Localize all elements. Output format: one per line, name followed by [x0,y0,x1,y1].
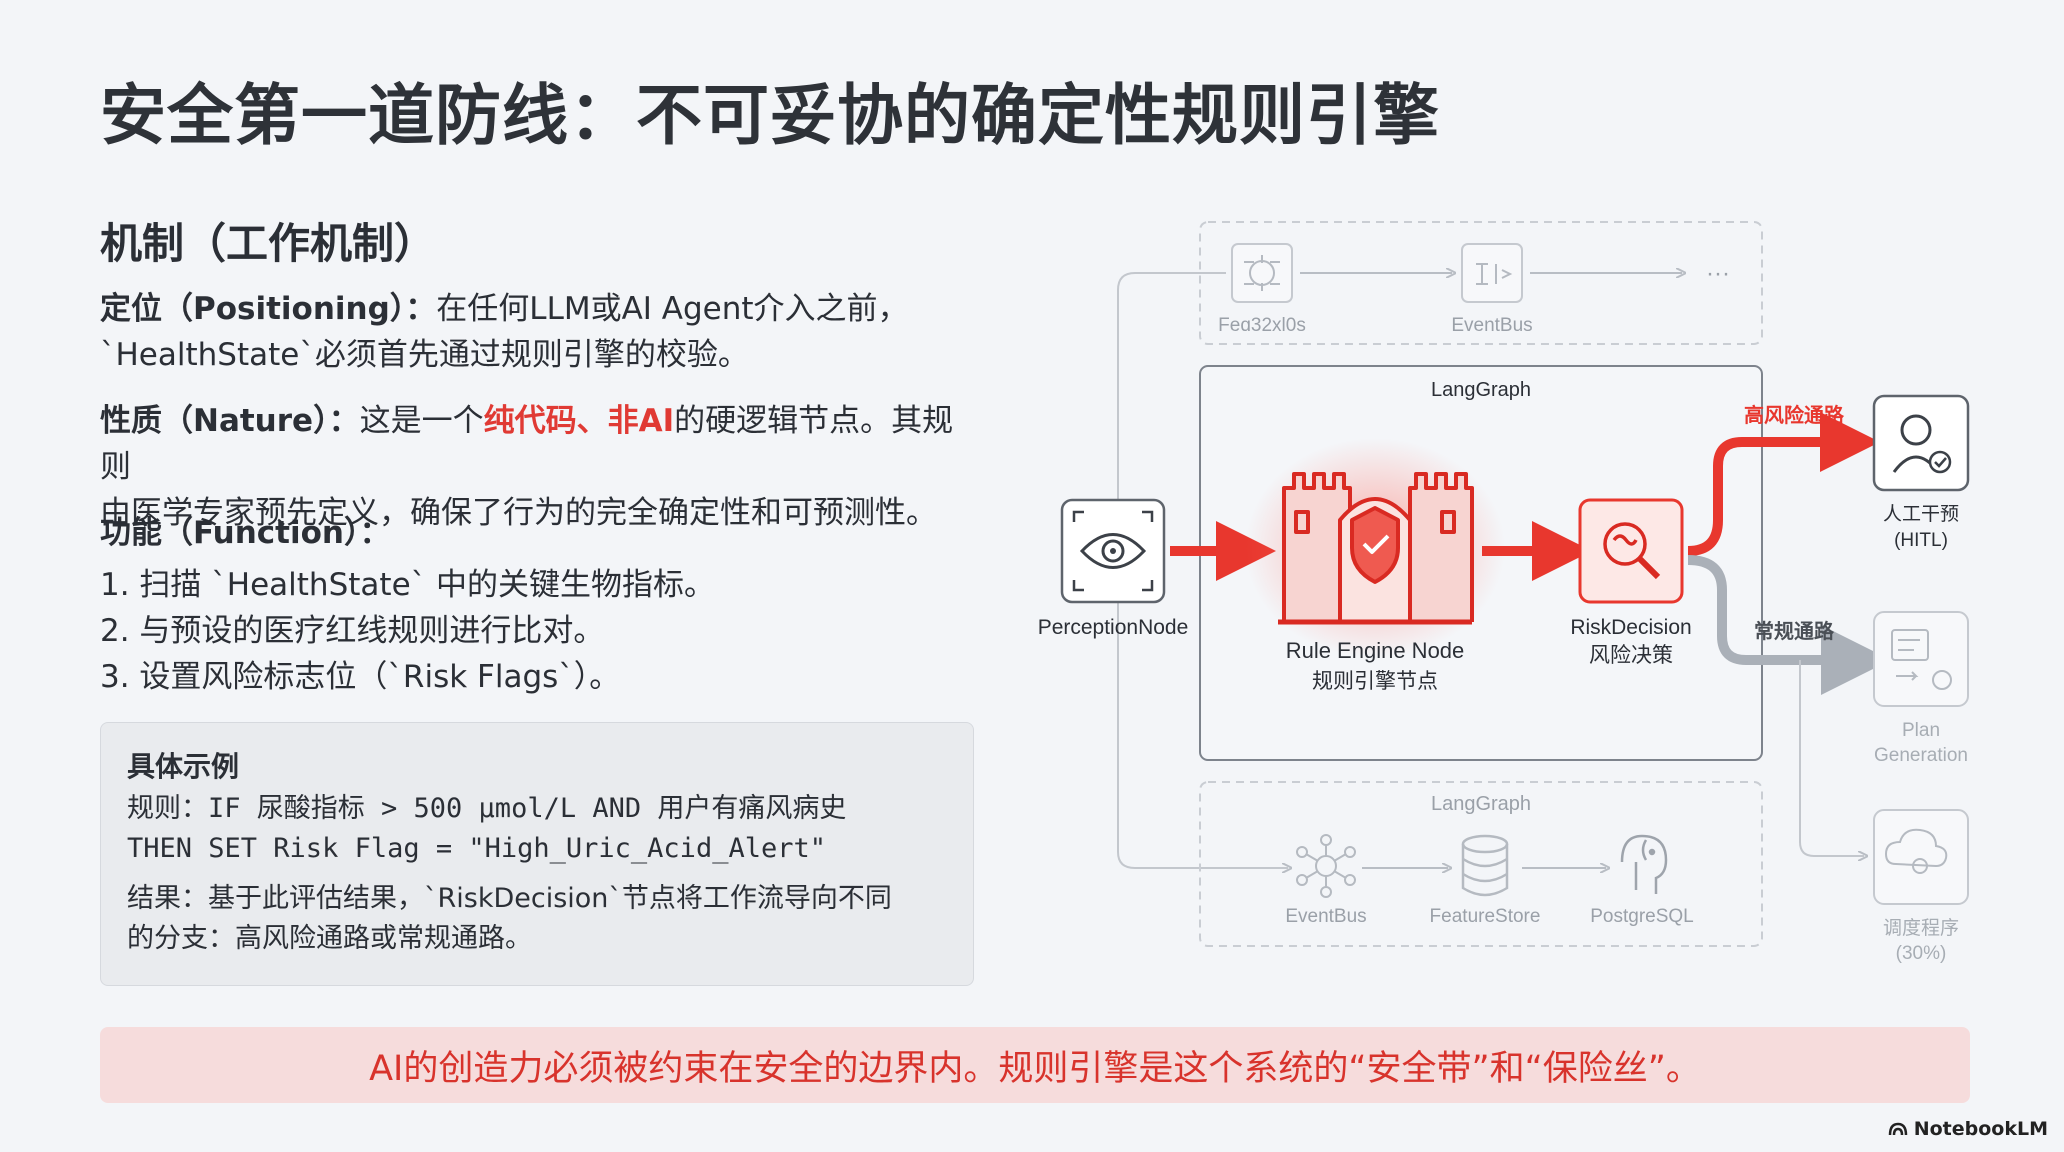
hitl-label-en: (HITL) [1894,530,1948,551]
function-item: 2. 与预设的医疗红线规则进行比对。 [100,613,605,649]
function-paragraph: 功能（Function）： [100,510,980,556]
eventbus-icon [1461,243,1523,303]
risk-decision-node [1578,498,1684,604]
risk-decision-label-zh: 风险决策 [1589,644,1673,667]
magnifier-icon [1603,522,1661,580]
nature-text-2: 由医学专家预先定义，确保了行为的完全确定性和可预测性。 [100,495,937,531]
plan-label-1: Plan [1902,720,1940,741]
main-group-label: LangGraph [1431,379,1531,401]
feature-extractor-icon [1231,243,1293,303]
example-result-line-1: 结果：基于此评估结果，`RiskDecision`节点将工作流导向不同 [127,883,892,914]
nature-text-b: 的硬逻辑节点。其规则 [100,403,954,485]
nature-highlight: 纯代码、非AI [483,403,675,439]
normal-path-arrow [1687,555,1891,695]
top-ellipsis: ··· [1706,260,1730,287]
high-risk-path-arrow [1687,412,1880,556]
postgresql-elephant-icon [1620,834,1668,894]
example-rule-line-2: THEN SET Risk Flag = "High_Uric_Acid_Ale… [127,833,826,864]
plan-label-2: Generation [1874,745,1968,766]
cloud-connector [1799,660,1864,856]
conclusion-banner: AI的创造力必须被约束在安全的边界内。规则引擎是这个系统的“安全带”和“保险丝”… [100,1027,1970,1103]
plan-document-icon [1873,611,1969,707]
database-icon [1461,834,1509,897]
nature-text-a: 这是一个 [359,403,484,439]
notebooklm-logo-icon [1888,1122,1907,1136]
example-box: 具体示例 规则：IF 尿酸指标 > 500 μmol/L AND 用户有痛风病史… [100,722,974,986]
rule-engine-label-en: Rule Engine Node [1286,638,1465,663]
top-dashed-group [1199,221,1763,345]
perception-node-label: PerceptionNode [1038,616,1189,639]
cloud-label-1: 调度程序 [1883,917,1959,939]
network-hub-icon [1296,834,1356,898]
example-result-line-2: 的分支：高风险通路或常规通路。 [127,923,532,954]
bottom-node-3-label: PostgreSQL [1590,906,1694,927]
normal-path-label: 常规通路 [1754,619,1835,643]
positioning-label: 定位（Positioning）： [100,291,437,327]
eye-icon [1060,498,1166,604]
top-node-1-label: Feɑ32xl0s [1218,315,1306,336]
example-title: 具体示例 [127,750,240,783]
positioning-text-1: 在任何LLM或AI Agent介入之前， [436,291,909,327]
function-item: 1. 扫描 `HealthState` 中的关键生物指标。 [100,567,715,603]
nature-label: 性质（Nature）： [100,403,360,439]
bottom-node-1-label: EventBus [1285,906,1366,927]
function-label: 功能（Function）： [100,515,391,551]
risk-decision-label-en: RiskDecision [1570,616,1691,639]
human-intervention-icon [1872,394,1970,492]
hitl-label-zh: 人工干预 [1883,503,1959,525]
mechanism-heading: 机制（工作机制） [100,219,437,268]
bottom-node-2-label: FeatureStore [1430,906,1541,927]
bus-line-bottom [1117,602,1288,868]
page-title: 安全第一道防线：不可妥协的确定性规则引擎 [100,77,1440,154]
example-rule-line-1: 规则：IF 尿酸指标 > 500 μmol/L AND 用户有痛风病史 [127,793,847,824]
function-item: 3. 设置风险标志位（`Risk Flags`）。 [100,659,621,695]
positioning-paragraph: 定位（Positioning）：在任何LLM或AI Agent介入之前， `He… [100,286,980,378]
cloud-label-2: (30%) [1896,943,1947,964]
nature-paragraph: 性质（Nature）：这是一个纯代码、非AI的硬逻辑节点。其规则 由医学专家预先… [100,398,980,536]
brand-mark: NotebookLM [1888,1118,2048,1140]
castle-shield-icon [1278,472,1474,625]
cloud-icon [1873,809,1969,905]
brand-label: NotebookLM [1913,1118,2048,1140]
top-node-2-label: EventBus [1451,315,1532,336]
bus-line-top [1117,272,1226,502]
bottom-dashed-group [1199,781,1763,947]
rule-engine-label-zh: 规则引擎节点 [1312,670,1438,693]
high-risk-path-label: 高风险通路 [1744,403,1845,427]
bottom-group-label: LangGraph [1431,793,1531,815]
positioning-text-2: `HealthState`必须首先通过规则引擎的校验。 [100,337,749,373]
